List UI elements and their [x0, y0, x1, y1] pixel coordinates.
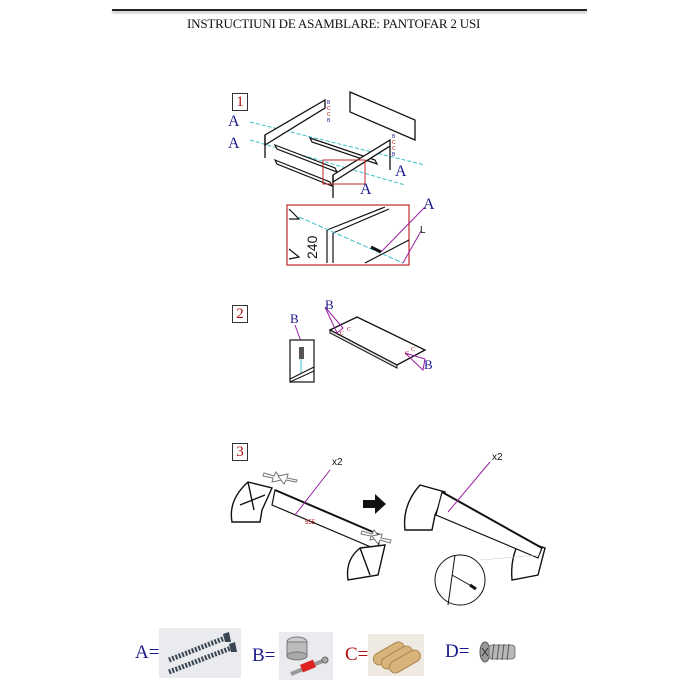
label-a: A	[360, 181, 372, 198]
hardware-label-a: A=	[135, 642, 160, 663]
right-side-panel	[332, 138, 391, 198]
shelf-rails	[273, 136, 379, 188]
cam-detail-box	[289, 339, 315, 383]
detail-highlight-frame	[322, 159, 366, 185]
label-b: B	[325, 297, 334, 312]
marker-c: C	[392, 146, 396, 152]
hardware-label-b: B=	[252, 645, 276, 666]
step-1-exploded-diagram: B C C B B C C B A A A A	[228, 91, 426, 198]
marker-c: C	[347, 327, 351, 333]
step-3-diagram: 555 x2 x2	[230, 452, 546, 606]
marker-c: C	[327, 106, 331, 112]
hardware-item-c: C=	[345, 634, 425, 676]
rail-dimension: 555	[305, 520, 316, 526]
shoe-flap-bracket	[346, 544, 386, 581]
label-a: A	[228, 113, 240, 130]
quantity-label: x2	[332, 457, 343, 468]
marker-b: B	[327, 100, 331, 106]
label-a: A	[228, 135, 240, 152]
cam-lock-icon	[279, 632, 334, 680]
hardware-item-a: A=	[135, 628, 242, 678]
hardware-item-d: D=	[445, 638, 519, 666]
hardware-label-c: C=	[345, 644, 369, 665]
marker-b: B	[392, 134, 396, 140]
step-1-detail-view: 240 A L	[286, 196, 435, 266]
next-step-arrow-icon	[363, 494, 386, 514]
quantity-label: x2	[492, 452, 503, 463]
marker-c: C	[340, 331, 344, 337]
leader-line	[402, 230, 422, 264]
header-rule	[112, 9, 587, 11]
leader-line	[294, 469, 331, 516]
label-a: A	[423, 196, 435, 213]
leader-line	[447, 461, 491, 513]
wooden-dowel-icon	[368, 634, 425, 676]
page-title: INSTRUCTIUNI DE ASAMBLARE: PANTOFAR 2 US…	[187, 16, 481, 31]
label-b: B	[424, 357, 433, 372]
step-3-number: 3	[232, 443, 248, 461]
marker-c: C	[405, 351, 409, 357]
marker-b: B	[327, 118, 331, 124]
screw-mark	[370, 245, 382, 254]
direction-arrow	[262, 471, 392, 545]
label-l: L	[420, 225, 426, 236]
marker-b: B	[392, 152, 396, 158]
assembled-rail	[435, 491, 543, 559]
marker-c: C	[411, 347, 415, 353]
label-b: B	[290, 311, 299, 326]
marker-c: C	[392, 140, 396, 146]
left-side-panel	[264, 98, 326, 158]
leader-line	[380, 206, 426, 253]
confirmat-screw-icon	[159, 628, 242, 678]
shelf-board	[328, 316, 427, 369]
rail-board	[271, 489, 381, 551]
hardware-item-b: B=	[252, 632, 334, 680]
dimension-240: 240	[304, 235, 320, 259]
back-panel	[349, 91, 416, 141]
label-a: A	[395, 163, 407, 180]
euro-screw-icon	[479, 641, 516, 663]
step-1-number: 1	[232, 93, 248, 111]
step-2-diagram: B C C C C B B	[289, 297, 433, 383]
hardware-label-d: D=	[445, 641, 470, 662]
shoe-flap-bracket	[230, 481, 273, 523]
step-2-number: 2	[232, 305, 248, 323]
marker-c: C	[327, 112, 331, 118]
